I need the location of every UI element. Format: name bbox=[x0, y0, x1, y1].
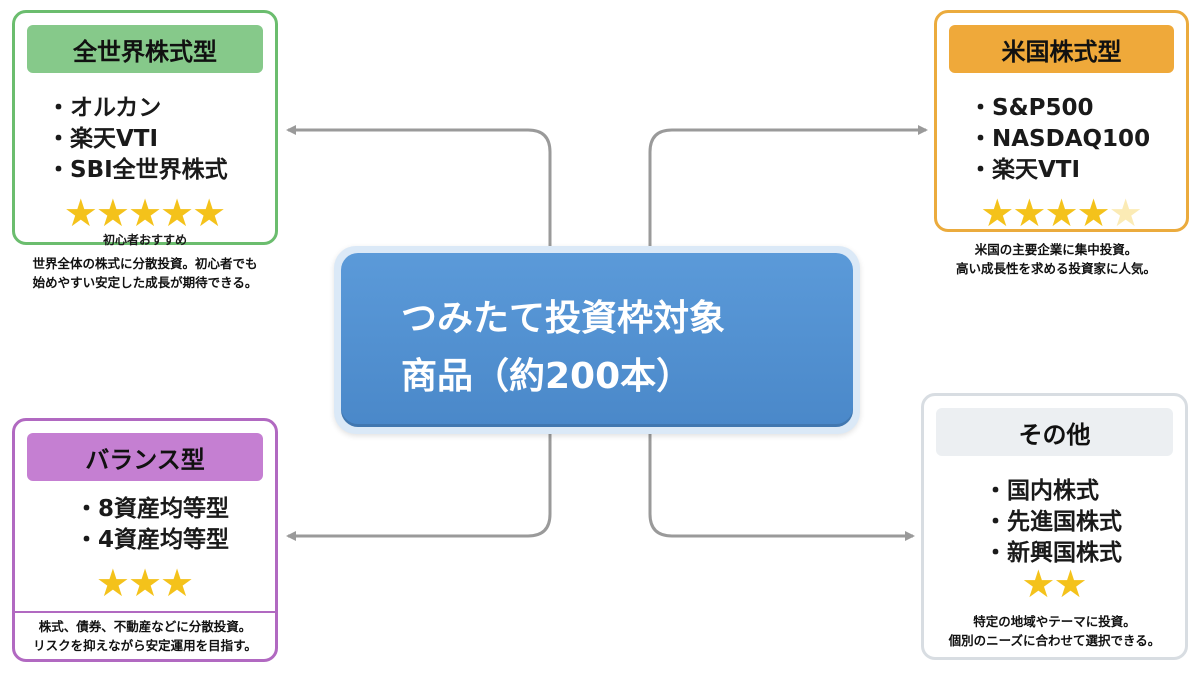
star-icon: ★ bbox=[192, 191, 227, 235]
list-item: ・楽天VTI bbox=[969, 157, 1081, 183]
star-icon: ★ bbox=[160, 561, 195, 605]
star-icon: ★ bbox=[1021, 562, 1056, 606]
category-card-other: その他 ・国内株式 ・先進国株式 ・新興国株式 ★★ 特定の地域やテーマに投資。… bbox=[921, 393, 1188, 660]
arrow-to-balance bbox=[286, 434, 552, 541]
description-global: 世界全体の株式に分散投資。初心者でも 始めやすい安定した成長が期待できる。 bbox=[12, 254, 278, 292]
star-icon: ★ bbox=[980, 191, 1015, 235]
star-rating-balance: ★★★ bbox=[15, 563, 275, 603]
star-icon: ★ bbox=[127, 191, 163, 235]
list-item: ・楽天VTI bbox=[47, 126, 159, 152]
category-title-other: その他 bbox=[936, 408, 1173, 456]
fund-list-other: ・国内株式 ・先進国株式 ・新興国株式 bbox=[924, 476, 1185, 569]
star-icon: ★ bbox=[95, 561, 130, 605]
divider bbox=[15, 611, 275, 613]
list-item: ・オルカン bbox=[47, 95, 162, 121]
center-title-line-1: つみたて投資枠対象 bbox=[401, 298, 726, 339]
star-icon: ★ bbox=[1076, 191, 1111, 235]
category-title-us: 米国株式型 bbox=[949, 25, 1174, 73]
arrow-to-us bbox=[648, 125, 928, 246]
center-title-line-2: 商品（約200本） bbox=[401, 356, 693, 397]
description-line: 高い成長性を求める投資家に人気。 bbox=[955, 261, 1156, 276]
star-icon: ★ bbox=[127, 561, 163, 605]
star-icon: ★ bbox=[1012, 191, 1047, 235]
description-line: 特定の地域やテーマに投資。 bbox=[973, 614, 1136, 629]
fund-list-global: ・オルカン ・楽天VTI ・SBI全世界株式 bbox=[15, 93, 275, 186]
category-card-balance: バランス型 ・8資産均等型 ・4資産均等型 ★★★ 株式、債券、不動産などに分散… bbox=[12, 418, 278, 662]
description-line: リスクを抑えながら安定運用を目指す。 bbox=[33, 638, 257, 653]
description-us: 米国の主要企業に集中投資。 高い成長性を求める投資家に人気。 bbox=[912, 240, 1200, 278]
star-icon: ★ bbox=[1053, 562, 1088, 606]
description-balance: 株式、債券、不動産などに分散投資。 リスクを抑えながら安定運用を目指す。 bbox=[15, 617, 275, 655]
list-item: ・先進国株式 bbox=[984, 509, 1122, 535]
list-item: ・8資産均等型 bbox=[75, 496, 230, 522]
list-item: ・国内株式 bbox=[984, 478, 1099, 504]
list-item: ・SBI全世界株式 bbox=[47, 157, 228, 183]
list-item: ・新興国株式 bbox=[984, 540, 1122, 566]
half-star-icon: ★ bbox=[1108, 191, 1143, 235]
description-line: 株式、債券、不動産などに分散投資。 bbox=[38, 619, 252, 634]
description-line: 個別のニーズに合わせて選択できる。 bbox=[948, 633, 1161, 648]
category-title-balance: バランス型 bbox=[27, 433, 263, 481]
star-icon: ★ bbox=[160, 191, 195, 235]
fund-list-us: ・S&P500 ・NASDAQ100 ・楽天VTI bbox=[937, 93, 1186, 186]
category-title-global: 全世界株式型 bbox=[27, 25, 263, 73]
description-line: 米国の主要企業に集中投資。 bbox=[974, 242, 1138, 257]
star-icon: ★ bbox=[95, 191, 130, 235]
star-icon: ★ bbox=[1044, 191, 1079, 235]
arrow-to-other bbox=[648, 434, 915, 541]
star-icon: ★ bbox=[63, 191, 98, 235]
star-rating-us: ★★★★★ bbox=[937, 193, 1186, 233]
category-card-global: 全世界株式型 ・オルカン ・楽天VTI ・SBI全世界株式 ★★★★★ 初心者お… bbox=[12, 10, 278, 247]
star-rating-other: ★★ bbox=[924, 564, 1185, 604]
list-item: ・NASDAQ100 bbox=[969, 126, 1151, 152]
description-line: 世界全体の株式に分散投資。初心者でも bbox=[32, 256, 258, 271]
category-card-us: 米国株式型 ・S&P500 ・NASDAQ100 ・楽天VTI ★★★★★ bbox=[934, 10, 1189, 233]
center-node-body: つみたて投資枠対象 商品（約200本） bbox=[341, 253, 853, 427]
arrow-to-global bbox=[286, 125, 552, 246]
rating-note: 初心者おすすめ bbox=[102, 233, 187, 247]
description-other: 特定の地域やテーマに投資。 個別のニーズに合わせて選択できる。 bbox=[924, 612, 1185, 650]
list-item: ・4資産均等型 bbox=[75, 527, 230, 553]
fund-list-balance: ・8資産均等型 ・4資産均等型 bbox=[15, 494, 275, 556]
center-node: つみたて投資枠対象 商品（約200本） bbox=[334, 246, 860, 434]
star-rating-global: ★★★★★ bbox=[15, 193, 275, 233]
description-line: 始めやすい安定した成長が期待できる。 bbox=[32, 275, 258, 290]
list-item: ・S&P500 bbox=[969, 95, 1094, 121]
